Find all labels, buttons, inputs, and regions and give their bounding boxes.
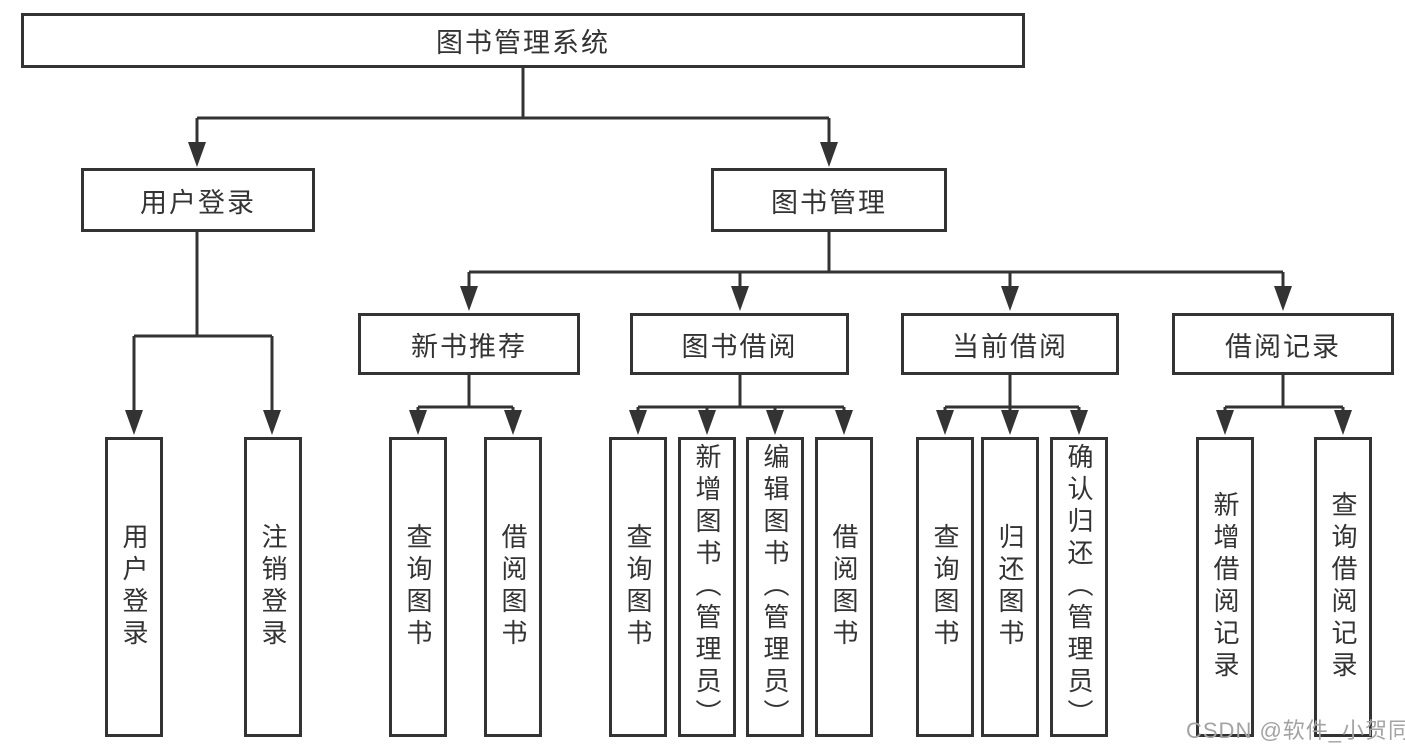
leaf-user-login: 用户登录 <box>105 437 163 737</box>
connector-records-to-children <box>1223 375 1345 413</box>
leaf-nb-query-books: 查询图书 <box>389 437 447 737</box>
leaf-cb-confirm-return: 确认归还（管理员） <box>1050 437 1108 737</box>
arrowhead-icon <box>835 410 853 435</box>
arrowhead-icon <box>1274 286 1292 311</box>
node-root: 图书管理系统 <box>21 13 1025 68</box>
connector-new-books-to-children <box>416 375 515 413</box>
leaf-cb-query-books: 查询图书 <box>916 437 974 737</box>
leaf-logout: 注销登录 <box>244 437 302 737</box>
arrowhead-icon <box>1334 410 1352 435</box>
leaf-bb-query-books: 查询图书 <box>609 437 667 737</box>
leaf-cb-return-books: 归还图书 <box>981 437 1039 737</box>
node-new-books: 新书推荐 <box>358 313 580 375</box>
arrowhead-icon <box>188 142 206 167</box>
connector-root-to-level2 <box>195 68 831 146</box>
connector-borrowing-to-children <box>636 375 846 413</box>
leaf-br-query-record: 查询借阅记录 <box>1314 437 1372 737</box>
arrowhead-icon <box>125 410 143 435</box>
arrowhead-icon <box>460 286 478 311</box>
leaf-nb-borrow-books: 借阅图书 <box>484 437 542 737</box>
connector-current-to-children <box>943 375 1081 413</box>
leaf-bb-borrow-books: 借阅图书 <box>815 437 873 737</box>
node-user-login: 用户登录 <box>81 168 315 232</box>
arrowhead-icon <box>629 410 647 435</box>
connector-book-management-to-sections <box>467 232 1285 290</box>
arrowhead-icon <box>263 410 281 435</box>
arrowhead-icon <box>504 410 522 435</box>
watermark: CSDN @软件_小贺同学 <box>1186 718 1405 743</box>
arrowhead-icon <box>1001 410 1019 435</box>
arrowhead-icon <box>820 142 838 167</box>
leaf-bb-edit-books: 编辑图书（管理员） <box>746 437 804 737</box>
connector-user-login-to-children <box>132 232 274 413</box>
arrowhead-icon <box>1216 410 1234 435</box>
arrowhead-icon <box>766 410 784 435</box>
node-book-borrowing: 图书借阅 <box>630 313 849 375</box>
arrowhead-icon <box>409 410 427 435</box>
leaf-br-add-record: 新增借阅记录 <box>1196 437 1254 737</box>
arrowhead-icon <box>1070 410 1088 435</box>
node-borrow-records: 借阅记录 <box>1172 313 1394 375</box>
leaf-bb-add-books: 新增图书（管理员） <box>678 437 736 737</box>
arrowhead-icon <box>936 410 954 435</box>
node-current-borrowing: 当前借阅 <box>901 313 1119 375</box>
arrowhead-icon <box>731 286 749 311</box>
node-book-management: 图书管理 <box>711 168 947 232</box>
arrowhead-icon <box>698 410 716 435</box>
arrowhead-icon <box>1001 286 1019 311</box>
